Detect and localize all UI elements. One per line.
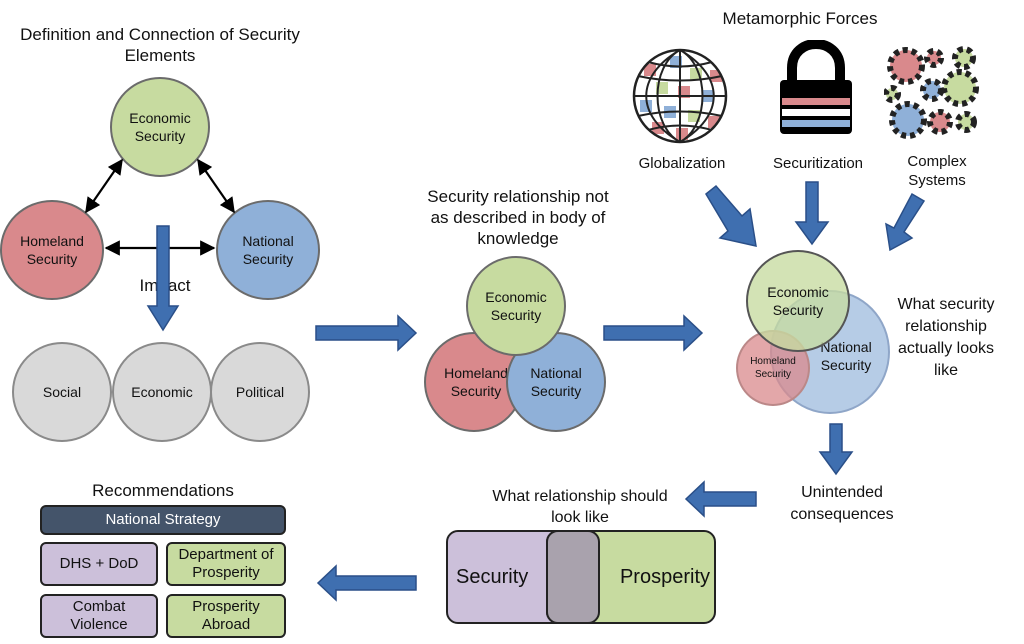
combat-violence-box: Combat Violence	[40, 594, 158, 638]
actual-homeland-label: Homeland Security	[750, 356, 796, 380]
impact-down-arrow	[146, 225, 180, 332]
dhs-dod-label: DHS + DoD	[59, 555, 139, 572]
lock-icon	[780, 40, 852, 134]
securitization-arrow	[794, 181, 830, 246]
impact-social-circle: Social	[12, 342, 112, 442]
national-strategy-label: National Strategy	[105, 511, 221, 528]
complex-systems-label: Complex Systems	[907, 153, 967, 189]
security-prosperity-overlap	[546, 530, 600, 624]
combat-violence-label: Combat Violence	[70, 598, 128, 633]
prosperity-label: Prosperity	[619, 566, 710, 588]
actual-national-label: National Security	[820, 339, 872, 373]
should-title: What relationship should look like	[492, 488, 668, 526]
to-recommendations-arrow	[316, 564, 417, 602]
economic-security-label: Economic Security	[129, 110, 191, 144]
actual-caption: What security relationship actually look…	[897, 296, 995, 379]
unintended-down-arrow	[818, 423, 854, 476]
department-prosperity-box: Department of Prosperity	[166, 542, 286, 586]
national-security-circle: National Security	[216, 200, 320, 300]
middle-national-label: National Security	[530, 365, 582, 399]
impact-economic-circle: Economic	[112, 342, 212, 442]
economic-security-circle: Economic Security	[110, 77, 210, 177]
middle-to-right-arrow	[603, 314, 704, 352]
security-label: Security	[456, 566, 529, 588]
globe-icon	[632, 48, 728, 144]
middle-title: Security relationship not as described i…	[427, 187, 609, 248]
recommendations-title: Recommendations	[92, 481, 234, 500]
prosperity-abroad-label: Prosperity Abroad	[192, 598, 260, 633]
left-to-middle-arrow	[315, 314, 418, 352]
economic-national-connector	[197, 158, 235, 214]
middle-economic-circle: Economic Security	[466, 256, 566, 356]
left-title: Definition and Connection of Security El…	[20, 25, 300, 65]
middle-economic-label: Economic Security	[485, 289, 547, 323]
gears-icon	[884, 46, 979, 139]
national-strategy-box: National Strategy	[40, 505, 286, 535]
prosperity-abroad-box: Prosperity Abroad	[166, 594, 286, 638]
impact-political-circle: Political	[210, 342, 310, 442]
middle-homeland-label: Homeland Security	[444, 365, 508, 399]
securitization-label: Securitization	[772, 155, 864, 172]
economic-homeland-connector	[85, 158, 123, 214]
globalization-arrow	[705, 184, 757, 247]
department-prosperity-label: Department of Prosperity	[178, 546, 274, 581]
impact-political-label: Political	[235, 384, 285, 400]
homeland-security-circle: Homeland Security	[0, 200, 104, 300]
to-should-arrow	[684, 480, 757, 518]
national-security-label: National Security	[242, 233, 294, 267]
actual-economic-label: Economic Security	[767, 284, 829, 318]
unintended-consequences-label: Unintended consequences	[790, 484, 894, 523]
actual-economic-circle: Economic Security	[746, 250, 850, 352]
impact-social-label: Social	[42, 384, 82, 400]
impact-economic-label: Economic	[131, 384, 193, 400]
globalization-label: Globalization	[638, 155, 726, 172]
homeland-security-label: Homeland Security	[20, 233, 84, 267]
complex-systems-arrow	[885, 192, 926, 252]
forces-title: Metamorphic Forces	[722, 9, 878, 28]
dhs-dod-box: DHS + DoD	[40, 542, 158, 586]
